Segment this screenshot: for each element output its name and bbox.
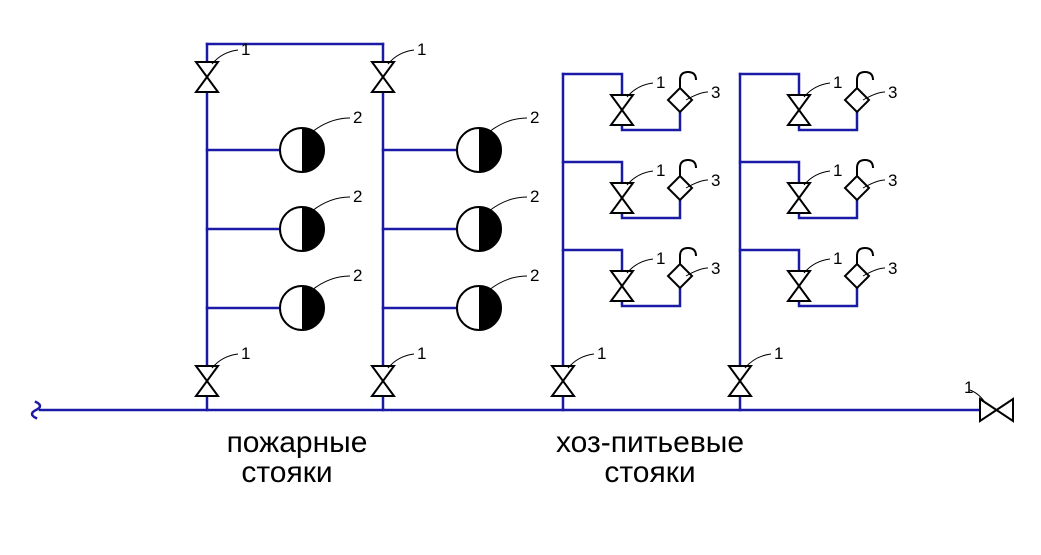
- valve-label: 1: [656, 73, 665, 92]
- faucet-label: 3: [711, 83, 720, 102]
- domestic-branch: [561, 160, 682, 220]
- faucet-label: 3: [711, 259, 720, 278]
- domestic-branch: [738, 160, 859, 220]
- faucet-label: 3: [888, 171, 897, 190]
- faucet-label: 3: [888, 259, 897, 278]
- hydrant-label: 2: [530, 266, 539, 285]
- fire-risers-caption-line2: стояки: [241, 456, 332, 489]
- domestic-branch: [738, 248, 859, 308]
- hydrant-label: 2: [530, 108, 539, 127]
- hydrant-label: 2: [530, 187, 539, 206]
- valve-icon: [550, 365, 576, 397]
- fire-hydrant-icon: [279, 285, 325, 331]
- hydrant-label: 2: [353, 266, 362, 285]
- valve-label: 1: [241, 40, 250, 59]
- domestic-risers-caption-line1: хоз-питьевые: [556, 426, 744, 459]
- fire-risers-caption-line1: пожарные: [227, 426, 368, 459]
- reference-numbers: 1 1 1 1 1 1 1 1 1 1 1 1 1 2 2 2 2 2 2 3 …: [241, 40, 973, 397]
- fire-hydrant-icon: [456, 285, 502, 331]
- valve-label: 1: [833, 249, 842, 268]
- domestic-branch: [561, 72, 682, 132]
- valve-label: 1: [241, 344, 250, 363]
- fire-hydrant-icon: [279, 206, 325, 252]
- fire-hydrant-icon: [456, 127, 502, 173]
- valve-label: 1: [656, 249, 665, 268]
- valve-icon: [609, 94, 635, 126]
- hydrant-label: 2: [353, 187, 362, 206]
- valve-icon: [609, 182, 635, 214]
- faucet-label: 3: [888, 83, 897, 102]
- domestic-branch: [561, 248, 682, 308]
- faucet-label: 3: [711, 171, 720, 190]
- valve-label: 1: [656, 161, 665, 180]
- valve-icon: [370, 61, 396, 93]
- valve-icon: [979, 397, 1014, 423]
- pipe-network: [30, 42, 992, 420]
- fire-hydrant-icon: [456, 206, 502, 252]
- faucet-icon: [843, 246, 874, 290]
- valve-label: 1: [774, 344, 783, 363]
- captions: пожарные стояки хоз-питьевые стояки: [227, 426, 744, 489]
- valve-label: 1: [417, 40, 426, 59]
- valve-icon: [370, 365, 396, 397]
- valve-label: 1: [597, 344, 606, 363]
- valve-icon: [609, 270, 635, 302]
- fire-hydrant-icon: [279, 127, 325, 173]
- valve-label: 1: [833, 73, 842, 92]
- domestic-branch: [738, 72, 859, 132]
- faucet-icon: [666, 158, 697, 202]
- valve-label: 1: [417, 344, 426, 363]
- valves: [194, 61, 1014, 423]
- hydrant-label: 2: [353, 108, 362, 127]
- faucet-icon: [843, 158, 874, 202]
- valve-icon: [786, 270, 812, 302]
- valve-icon: [786, 94, 812, 126]
- faucet-icon: [666, 246, 697, 290]
- domestic-risers-caption-line2: стояки: [604, 456, 695, 489]
- faucet-icon: [843, 70, 874, 114]
- fire-hydrants: [279, 127, 502, 331]
- valve-icon: [786, 182, 812, 214]
- water-points: [666, 70, 874, 290]
- valve-icon: [194, 365, 220, 397]
- valve-label: 1: [964, 378, 973, 397]
- faucet-icon: [666, 70, 697, 114]
- pipe-break-mark: [30, 400, 42, 420]
- valve-icon: [194, 61, 220, 93]
- leader-lines: [211, 49, 987, 405]
- valve-icon: [727, 365, 753, 397]
- valve-label: 1: [833, 161, 842, 180]
